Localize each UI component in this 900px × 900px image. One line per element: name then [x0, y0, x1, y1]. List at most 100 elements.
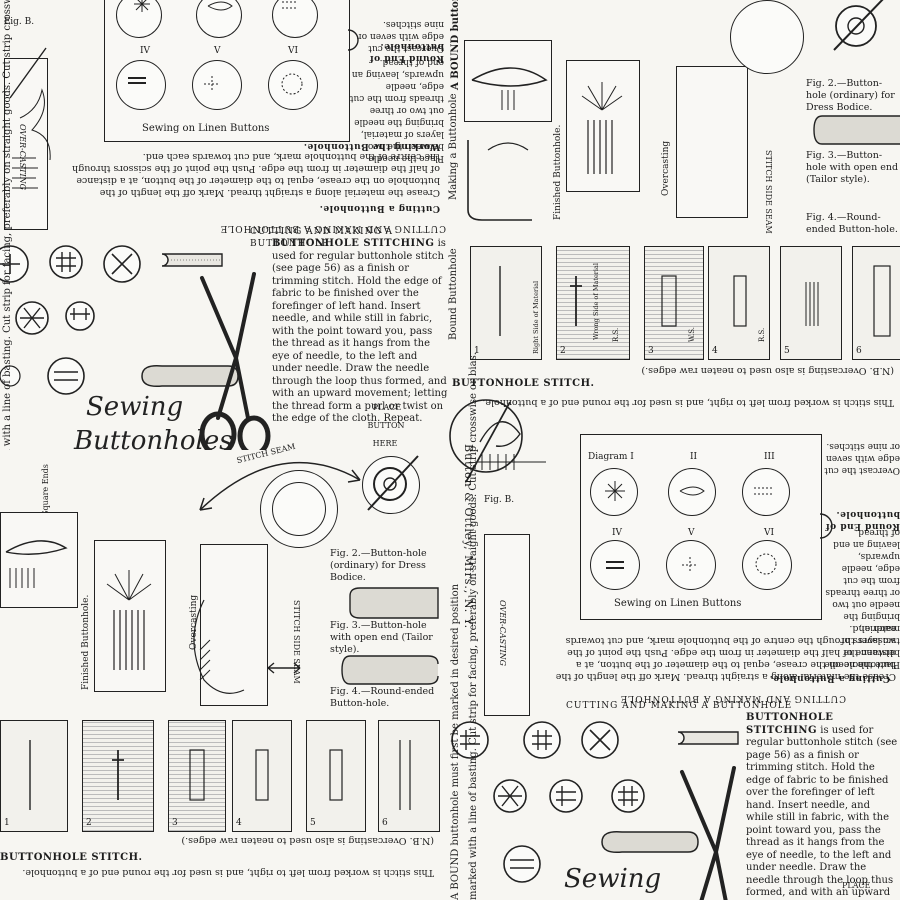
diagram-label-iv-right: IV: [612, 528, 623, 538]
stitching-body-text: is used for regular buttonhole stitch (s…: [272, 238, 448, 424]
scissors-icon-lower: [680, 766, 736, 900]
overcast-text-flipped-right: Overcast the cut edge with seven or nine…: [824, 441, 900, 475]
basting-vertical-text: marked with a line of basting. Cut strip…: [2, 0, 13, 450]
swatch-2: [556, 246, 630, 360]
cutting-heading: CUTTING AND MAKING A BUTTONHOLE: [250, 227, 393, 249]
sewing-script-title: Sewing: [86, 392, 184, 422]
right-side-material-label: Right Side of Material: [532, 280, 540, 354]
finished-buttonhole-label: Finished Buttonhole.: [81, 594, 91, 690]
overcasting-panel: [200, 544, 268, 706]
ws-label-1: W.S.: [688, 327, 696, 342]
buttonholes-script-title: Buttonholes: [74, 426, 233, 450]
rs-label-2: R.S.: [758, 327, 766, 342]
needle-loop-icon: [449, 399, 546, 483]
diagram-label-i: Diagram I: [588, 452, 634, 462]
linen-button-large-right: [730, 0, 804, 74]
sewing-script-title-lower: Sewing: [564, 864, 662, 894]
stitching-body-lower: BUTTONHOLE STITCHING is used for regular…: [746, 712, 900, 900]
place-label-lower: PLACE: [842, 881, 871, 890]
fig3-buttonhole-icon: [341, 655, 439, 685]
swatch-4: [708, 246, 770, 360]
making-buttonhole-panel: [464, 40, 552, 122]
button-diagram-v: [192, 60, 242, 110]
fig2-caption-right: Fig. 2.—Button-hole (ordinary) for Dress…: [806, 78, 895, 113]
place-label: PLACE: [372, 403, 402, 412]
button-diagram-vi-right: [742, 540, 792, 590]
double-arrow-icon: [267, 662, 301, 674]
linen-buttons-caption: Sewing on Linen Buttons: [142, 123, 270, 134]
finished-buttonhole-panel: [94, 540, 166, 692]
swatch-number-1: 1: [474, 346, 480, 356]
diagram-label-ii: II: [690, 452, 698, 462]
wrong-side-material-label: Wrong Side of Material: [592, 263, 600, 340]
fan-stitch-icon-right: [581, 82, 623, 174]
swatch-number-5-lower: 5: [310, 818, 316, 828]
nb-flipped-lower: (N.B. Overcasting is also used to neaten…: [181, 835, 434, 846]
overcasting-thread-icon: [193, 599, 245, 694]
fig3-caption: Fig. 3.—Button-hole with open end (Tailo…: [330, 620, 433, 655]
swatch-number-3: 3: [648, 346, 654, 356]
making-buttonhole-thread: [471, 67, 548, 110]
button-diagram-iv: [116, 60, 166, 110]
swatch-3: [644, 246, 704, 360]
fig3-buttonhole-icon-right: [813, 115, 900, 145]
button-diagram-vi: [268, 60, 318, 110]
button-diagram-iv-right: [590, 540, 640, 590]
swatch-3-lower: [168, 720, 226, 832]
swatch-number-4-lower: 4: [236, 818, 242, 828]
stitching-heading-lower: BUTTONHOLE STITCHING: [746, 712, 834, 736]
here-label: HERE: [372, 439, 398, 448]
overcasting-label-right: Overcasting: [661, 140, 671, 196]
button-diagram-ii-right: [668, 468, 716, 516]
fig2-buttonhole-icon: [349, 587, 439, 619]
diagram-label-v-right: V: [688, 528, 695, 538]
scissors-icon: [199, 272, 271, 450]
overcasting-panel-right: [676, 66, 748, 218]
cutting-sub-flipped-right: Cutting a Buttonhole.: [769, 673, 890, 683]
stitching-body: BUTTONHOLE STITCHING is used for regular…: [272, 238, 450, 426]
basting-vertical-text-lower: marked with a line of basting. Cut strip…: [468, 352, 479, 900]
fig2-caption: Fig. 2.—Button-hole (ordinary) for Dress…: [330, 548, 427, 583]
stitch-side-seam-label-right: STITCH SIDE SEAM: [764, 150, 773, 234]
needle-through-button-icon: [367, 455, 419, 511]
overcasting-label: Overcasting: [189, 594, 199, 650]
fig4-caption-right: Fig. 4.—Round-ended Button-hole.: [806, 212, 898, 235]
fan-stitch-icon: [106, 570, 152, 670]
cutting-body-flipped: Crease the material along a straight thr…: [72, 151, 440, 198]
diagram-label-iv: IV: [140, 46, 151, 56]
pattern-tile-a: Fig. B. OVER-CASTING IV V VI Sewing on: [0, 0, 450, 450]
linen-button-stitch-marks-right: [605, 481, 833, 575]
button-label: BUTTON: [367, 421, 405, 430]
buttons-cluster-icon: [0, 245, 141, 395]
bound-buttonhole-label: Bound Buttonhole: [448, 248, 459, 340]
swatch-number-5: 5: [784, 346, 790, 356]
swatch-4-lower: [232, 720, 292, 832]
over-casting-panel: [4, 58, 48, 230]
swatch-number-4: 4: [712, 346, 718, 356]
bound-buttonhole-sketch: [5, 540, 68, 588]
fig4-caption: Fig. 4.—Round-ended Button-hole.: [330, 686, 435, 709]
diagram-label-v: V: [214, 46, 221, 56]
a-bound-vertical-lower: A BOUND buttonhole must first be marked …: [450, 583, 461, 900]
buttonhole-stitch-heading: BUTTONHOLE STITCH.: [452, 378, 595, 389]
swatch-6-lower: [378, 720, 440, 832]
a-bound-vertical-top: A BOUND buttonhole must first be marked …: [450, 0, 462, 90]
fig-b-caption: Fig. B.: [4, 17, 35, 27]
rs-label-1: R.S.: [612, 327, 620, 342]
swatch-5-lower: [306, 720, 366, 832]
button-diagram-iii-right: [742, 468, 790, 516]
button-diagram-ii: [196, 0, 242, 38]
stitching-body-text-lower: is used for regular buttonhole stitch (s…: [746, 724, 898, 900]
button-diagram-iii: [272, 0, 318, 38]
over-casting-panel-right: [484, 534, 530, 716]
finished-buttonhole-label-right: Finished Buttonhole.: [553, 124, 563, 220]
swatch-number-3-lower: 3: [172, 818, 178, 828]
fig3-caption-right: Fig. 3.—Button-hole with open end (Tailo…: [806, 150, 899, 185]
swatch-number-6-lower: 6: [382, 818, 388, 828]
swatch-1: [470, 246, 542, 360]
nb-flipped: (N.B. Overcasting is also used to neaten…: [641, 365, 894, 376]
bound-buttonhole-panel-left: [0, 512, 78, 608]
cutting-heading-lower: CUTTING AND MAKING A BUTTONHOLE: [566, 701, 793, 711]
swatch-2-lower: [82, 720, 154, 832]
